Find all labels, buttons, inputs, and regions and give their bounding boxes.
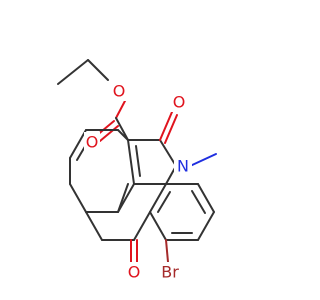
bond-n-methyl xyxy=(189,153,217,167)
label-bg-ester-carbonyl-oxygen xyxy=(84,132,100,152)
bond-r3 xyxy=(197,211,215,241)
label-bg-lactam-carbonyl-oxygen xyxy=(171,92,187,112)
label-bg-ester-ether-oxygen xyxy=(111,81,127,101)
bond-r6-inner xyxy=(157,191,171,213)
ketone-oxygen-label: O xyxy=(128,263,141,282)
bond-ester-c-double-o-b xyxy=(99,125,119,142)
left-benzene-ring xyxy=(69,129,129,213)
bond-l3 xyxy=(69,129,87,159)
atom-labels: O O O N O Br xyxy=(84,81,192,282)
bond-l5 xyxy=(117,129,129,141)
bond-c2-n xyxy=(159,139,177,167)
bond-r6 xyxy=(149,183,167,213)
ring-nitrogen-label: N xyxy=(177,157,189,176)
label-bg-bromine xyxy=(158,262,182,282)
ester-ether-oxygen-label: O xyxy=(113,82,126,101)
bond-l1 xyxy=(69,183,87,213)
bond-m4 xyxy=(85,211,103,241)
bond-c4-c1 xyxy=(127,139,135,185)
bond-carbonyl-c-to-ring xyxy=(115,117,129,141)
ester-carbonyl-oxygen-label: O xyxy=(86,133,99,152)
bond-r2 xyxy=(197,183,215,213)
bond-ch2-o xyxy=(87,59,109,81)
bond-lactam-c-double-o-a xyxy=(159,111,173,141)
bond-lactam-c-double-o-b xyxy=(164,114,178,144)
bromine-label: Br xyxy=(161,263,179,282)
label-bg-ring-nitrogen xyxy=(174,156,192,176)
bond-ch3-ch2 xyxy=(57,59,89,85)
bond-r2-inner xyxy=(191,190,206,214)
ethyl-group xyxy=(57,59,127,119)
lactam-carbonyl-oxygen-label: O xyxy=(173,93,186,112)
bond-carbon-bromine xyxy=(165,239,169,263)
bond-o-carbonyl-carbon xyxy=(115,98,127,119)
bond-l6 xyxy=(117,183,129,213)
pyridinone-ring xyxy=(127,111,217,185)
right-aromatic-ring xyxy=(149,183,215,241)
molecule-structure-diagram: O O O N O Br xyxy=(57,59,217,282)
bond-r5 xyxy=(149,211,167,241)
bond-m2 xyxy=(133,211,151,241)
label-bg-ketone-oxygen xyxy=(126,262,142,282)
bond-c1-c4-inner xyxy=(135,145,141,177)
